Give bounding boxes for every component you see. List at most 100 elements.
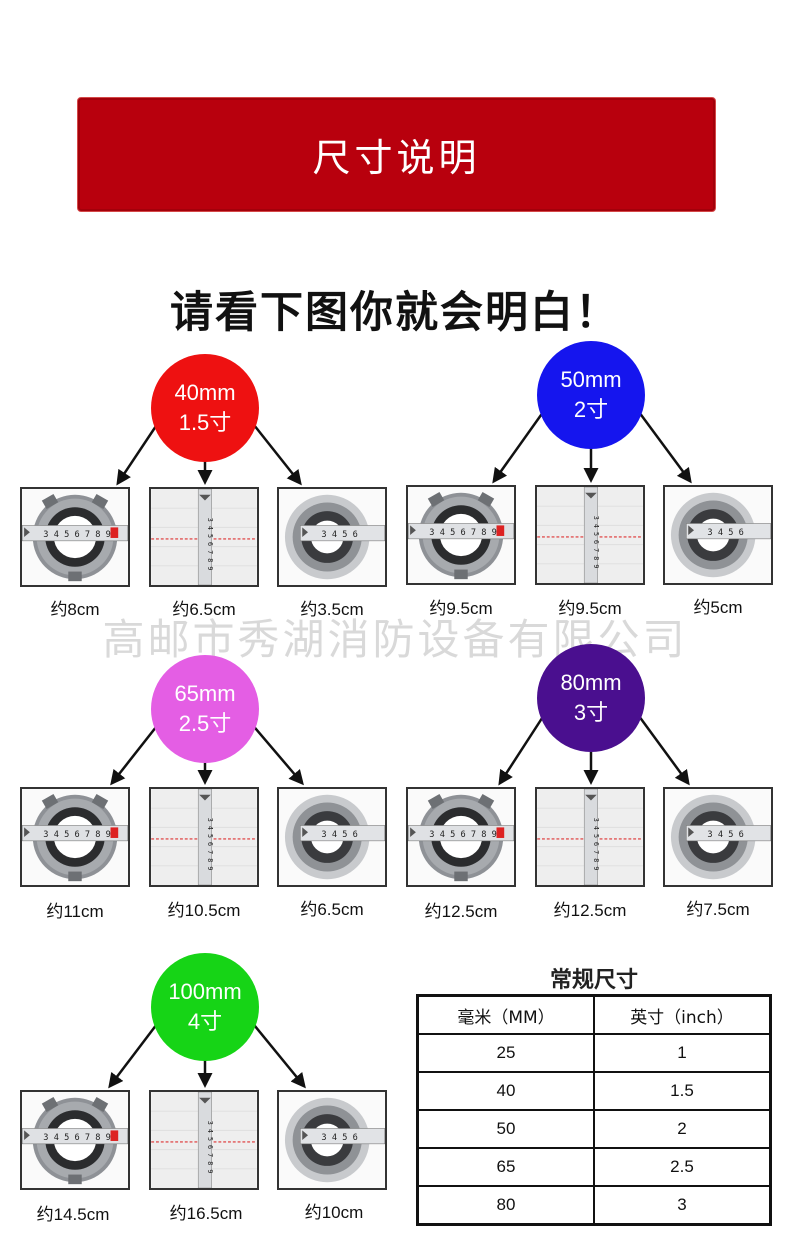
coupling-front-image: 3 4 5 6 7 8 9	[408, 789, 514, 885]
svg-text:3 4 5 6: 3 4 5 6	[707, 528, 743, 538]
cell-inch: 1.5	[593, 1071, 772, 1111]
arrow	[634, 711, 690, 786]
circle-cun-label: 1.5寸	[178, 410, 232, 435]
svg-text:3 4 5 6 7 8 9: 3 4 5 6 7 8 9	[43, 530, 111, 540]
spec-table: 毫米（MM） 英寸（inch） 25 1 40 1.5 50 2 65 2.5 …	[416, 994, 772, 1226]
table-row: 80 3	[416, 1185, 772, 1226]
svg-text:3 4 5 6 7 8 9: 3 4 5 6 7 8 9	[43, 830, 111, 840]
hose-strip-image: 3 4 5 6 7 8 9	[151, 1092, 257, 1188]
coupling-side-image: 3 4 5 6	[279, 789, 385, 885]
coupling-front-image: 3 4 5 6 7 8 9	[408, 487, 514, 583]
arrow	[249, 1019, 306, 1089]
photo-hose-width: 3 4 5 6 7 8 9	[149, 787, 259, 887]
photo-coupling-side: 3 4 5 6	[663, 485, 773, 585]
coupling-side-image: 3 4 5 6	[279, 1092, 385, 1188]
circle-mm-label: 50mm	[560, 367, 622, 392]
svg-text:3 4 5 6 7 8 9: 3 4 5 6 7 8 9	[206, 1121, 214, 1174]
svg-text:3 4 5 6 7 8 9: 3 4 5 6 7 8 9	[429, 830, 497, 840]
hose-strip-image: 3 4 5 6 7 8 9	[151, 489, 257, 585]
arrow	[249, 721, 304, 786]
table-row: 40 1.5	[416, 1071, 772, 1111]
arrow	[110, 721, 161, 786]
circle-cun-label: 3寸	[573, 700, 609, 725]
caption-measure: 约5cm	[693, 598, 743, 617]
svg-text:3 4 5 6 7 8 9: 3 4 5 6 7 8 9	[206, 518, 214, 571]
caption-measure: 约10.5cm	[167, 901, 241, 920]
column-header-inch: 英寸（inch）	[593, 994, 772, 1035]
svg-text:3 4 5 6: 3 4 5 6	[321, 1133, 357, 1143]
svg-text:3 4 5 6 7 8 9: 3 4 5 6 7 8 9	[592, 818, 600, 871]
caption-measure: 约14.5cm	[36, 1205, 110, 1224]
cell-inch: 2.5	[593, 1147, 772, 1187]
svg-text:3 4 5 6: 3 4 5 6	[707, 830, 743, 840]
arrow	[492, 407, 548, 484]
photo-hose-width: 3 4 5 6 7 8 9	[535, 485, 645, 585]
photo-coupling-front: 3 4 5 6 7 8 9	[406, 787, 516, 887]
caption-measure: 约12.5cm	[553, 901, 627, 920]
caption-measure: 约9.5cm	[429, 599, 493, 618]
circle-cun-label: 2寸	[573, 397, 609, 422]
photo-hose-width: 3 4 5 6 7 8 9	[535, 787, 645, 887]
caption-measure: 约9.5cm	[558, 599, 622, 618]
circle-cun-label: 4寸	[187, 1009, 223, 1034]
photo-coupling-side: 3 4 5 6	[277, 487, 387, 587]
size-circle-65mm: 65mm 2.5寸	[151, 655, 259, 763]
hose-strip-image: 3 4 5 6 7 8 9	[537, 789, 643, 885]
coupling-front-image: 3 4 5 6 7 8 9	[22, 1092, 128, 1188]
cell-inch: 1	[593, 1033, 772, 1073]
coupling-side-image: 3 4 5 6	[665, 487, 771, 583]
arrow	[634, 407, 692, 484]
table-row: 65 2.5	[416, 1147, 772, 1187]
table-row: 25 1	[416, 1033, 772, 1073]
size-circle-100mm: 100mm 4寸	[151, 953, 259, 1061]
caption-measure: 约11cm	[46, 902, 104, 921]
arrow	[498, 711, 548, 786]
coupling-side-image: 3 4 5 6	[665, 789, 771, 885]
cell-inch: 3	[593, 1185, 772, 1226]
photo-coupling-side: 3 4 5 6	[277, 787, 387, 887]
table-header-row: 毫米（MM） 英寸（inch）	[416, 994, 772, 1035]
arrow	[116, 419, 162, 486]
arrow	[108, 1019, 161, 1089]
cell-mm: 25	[416, 1033, 595, 1073]
photo-hose-width: 3 4 5 6 7 8 9	[149, 1090, 259, 1190]
circle-mm-label: 100mm	[168, 979, 242, 1004]
title-banner: 尺寸说明	[77, 97, 716, 212]
svg-text:3 4 5 6 7 8 9: 3 4 5 6 7 8 9	[206, 818, 214, 871]
circle-cun-label: 2.5寸	[178, 711, 232, 736]
circle-mm-label: 65mm	[174, 681, 236, 706]
cell-mm: 80	[416, 1185, 595, 1226]
caption-measure: 约16.5cm	[169, 1204, 243, 1223]
cell-mm: 50	[416, 1109, 595, 1149]
photo-coupling-side: 3 4 5 6	[663, 787, 773, 887]
table-row: 50 2	[416, 1109, 772, 1149]
column-header-mm: 毫米（MM）	[416, 994, 595, 1035]
caption-measure: 约10cm	[304, 1203, 364, 1222]
coupling-front-image: 3 4 5 6 7 8 9	[22, 789, 128, 885]
caption-measure: 约12.5cm	[424, 902, 498, 921]
svg-text:3 4 5 6 7 8 9: 3 4 5 6 7 8 9	[429, 528, 497, 538]
size-circle-50mm: 50mm 2寸	[537, 341, 645, 449]
coupling-side-image: 3 4 5 6	[279, 489, 385, 585]
photo-coupling-front: 3 4 5 6 7 8 9	[406, 485, 516, 585]
photo-coupling-front: 3 4 5 6 7 8 9	[20, 787, 130, 887]
caption-measure: 约3.5cm	[300, 600, 364, 619]
photo-coupling-front: 3 4 5 6 7 8 9	[20, 487, 130, 587]
cell-mm: 40	[416, 1071, 595, 1111]
photo-coupling-front: 3 4 5 6 7 8 9	[20, 1090, 130, 1190]
photo-hose-width: 3 4 5 6 7 8 9	[149, 487, 259, 587]
banner-title: 尺寸说明	[312, 136, 481, 180]
spec-table-title: 常规尺寸	[549, 968, 638, 993]
hose-strip-image: 3 4 5 6 7 8 9	[537, 487, 643, 583]
circle-mm-label: 40mm	[174, 380, 236, 405]
caption-measure: 约7.5cm	[686, 900, 750, 919]
caption-measure: 约6.5cm	[300, 900, 364, 919]
svg-text:3 4 5 6: 3 4 5 6	[321, 830, 357, 840]
size-circle-80mm: 80mm 3寸	[537, 644, 645, 752]
svg-text:3 4 5 6 7 8 9: 3 4 5 6 7 8 9	[43, 1133, 111, 1143]
svg-text:3 4 5 6: 3 4 5 6	[321, 530, 357, 540]
caption-measure: 约8cm	[50, 600, 100, 619]
circle-mm-label: 80mm	[560, 670, 622, 695]
size-circle-40mm: 40mm 1.5寸	[151, 354, 259, 462]
caption-measure: 约6.5cm	[172, 600, 236, 619]
